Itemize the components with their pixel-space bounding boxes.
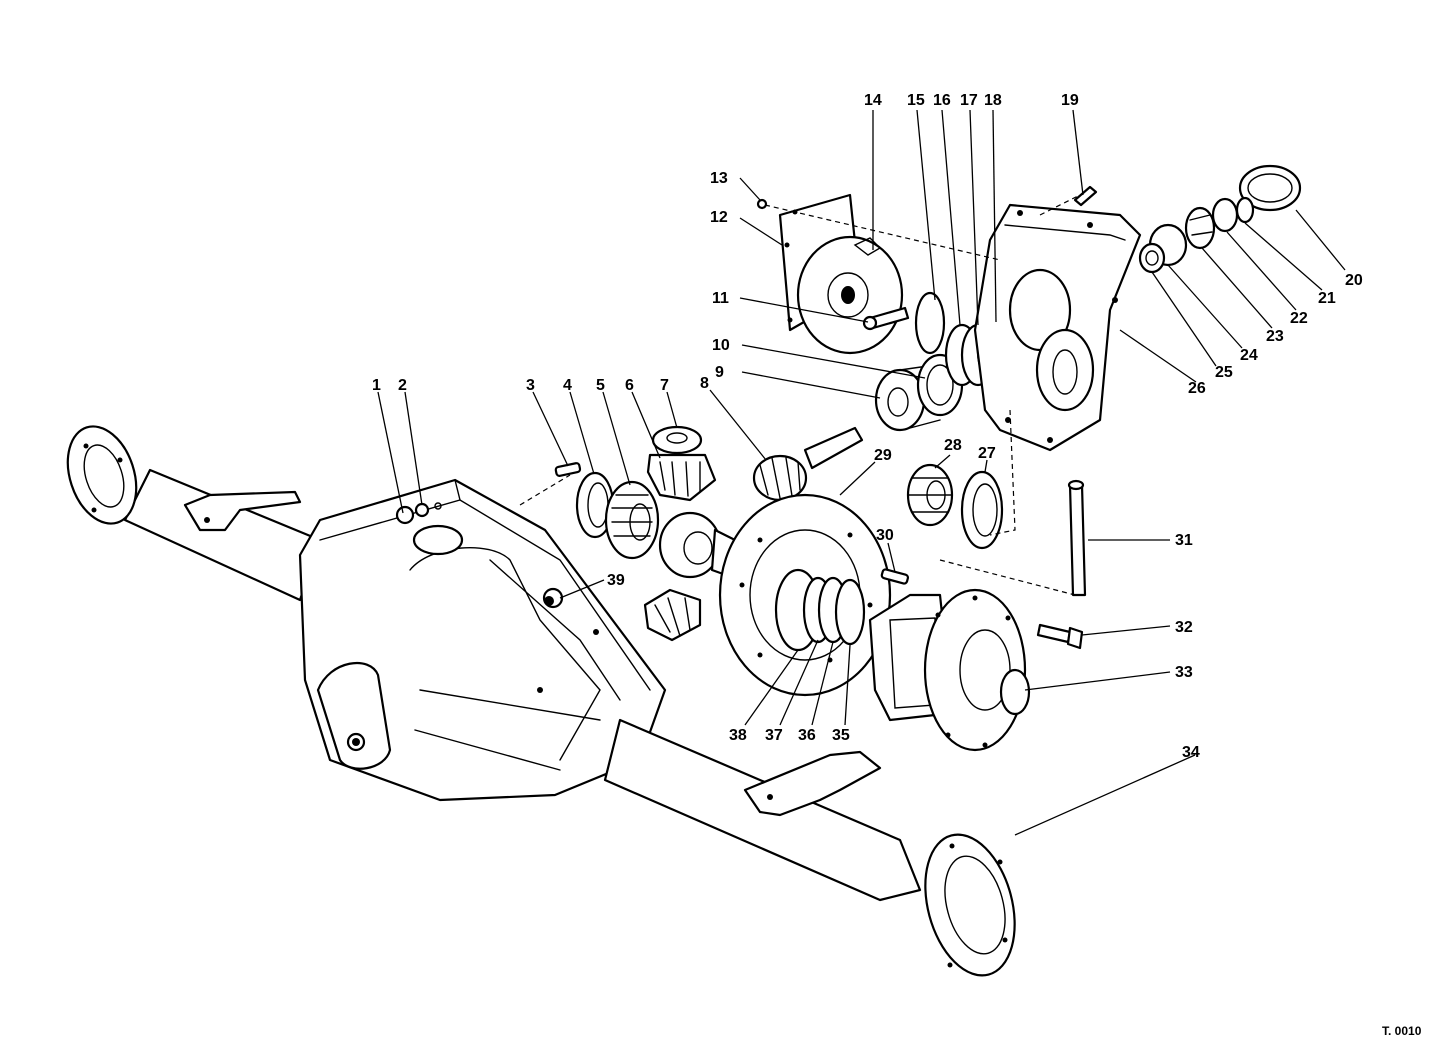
alignment-lines	[519, 194, 1081, 596]
differential-case	[868, 588, 1031, 752]
callout-20: 20	[1345, 272, 1363, 289]
callout-16: 16	[933, 92, 951, 109]
cover-bolt	[862, 306, 910, 331]
callout-9: 9	[715, 364, 724, 381]
callout-22: 22	[1290, 310, 1308, 327]
callout-37: 37	[765, 727, 783, 744]
figure-reference: T. 0010	[1382, 1024, 1422, 1037]
callout-36: 36	[798, 727, 816, 744]
callout-17: 17	[960, 92, 978, 109]
callout-10: 10	[712, 337, 730, 354]
callout-35: 35	[832, 727, 850, 744]
callout-4: 4	[563, 377, 572, 394]
callout-38: 38	[729, 727, 747, 744]
callout-32: 32	[1175, 619, 1193, 636]
pinion-housing	[973, 203, 1142, 452]
callout-30: 30	[876, 527, 894, 544]
callout-5: 5	[596, 377, 605, 394]
callout-23: 23	[1266, 328, 1284, 345]
callout-6: 6	[625, 377, 634, 394]
bearing-cone	[906, 463, 954, 527]
cover-screw	[756, 198, 768, 210]
callout-15: 15	[907, 92, 925, 109]
drain-plug	[542, 587, 564, 609]
callout-13: 13	[710, 170, 728, 187]
callout-29: 29	[874, 447, 892, 464]
output-flange-kit	[1138, 164, 1302, 274]
callout-3: 3	[526, 377, 535, 394]
pinion-thrust-washer	[651, 425, 703, 455]
callout-19: 19	[1061, 92, 1079, 109]
callout-7: 7	[660, 377, 669, 394]
callout-1: 1	[372, 377, 381, 394]
callout-labels: 1 2 3 4 5 6 7 8 9 10 11 12 13 14 15 16 1…	[372, 92, 1422, 1037]
crown-shims	[774, 568, 866, 652]
callout-14: 14	[864, 92, 882, 109]
callout-25: 25	[1215, 364, 1233, 381]
leader-lines	[377, 109, 1346, 836]
callout-8: 8	[700, 375, 709, 392]
differential-pinion	[646, 453, 717, 502]
callout-2: 2	[398, 377, 407, 394]
side-gear	[604, 480, 660, 560]
callout-21: 21	[1318, 290, 1336, 307]
bearing-cup	[960, 470, 1004, 550]
callout-12: 12	[710, 209, 728, 226]
case-bolt	[1036, 623, 1084, 650]
callout-11: 11	[712, 290, 729, 307]
lock-pin	[880, 568, 910, 585]
lower-differential-pinion	[643, 588, 702, 642]
housing-bolt	[1073, 185, 1098, 207]
callout-26: 26	[1188, 380, 1206, 397]
callout-34: 34	[1182, 744, 1200, 761]
callout-28: 28	[944, 437, 962, 454]
callout-18: 18	[984, 92, 1002, 109]
callout-31: 31	[1175, 532, 1193, 549]
cross-shaft	[1067, 479, 1087, 597]
axle-housing	[66, 425, 1016, 977]
callout-39: 39	[607, 572, 625, 589]
seal-cover	[796, 235, 904, 355]
callout-24: 24	[1240, 347, 1258, 364]
callout-27: 27	[978, 445, 996, 462]
callout-33: 33	[1175, 664, 1193, 681]
